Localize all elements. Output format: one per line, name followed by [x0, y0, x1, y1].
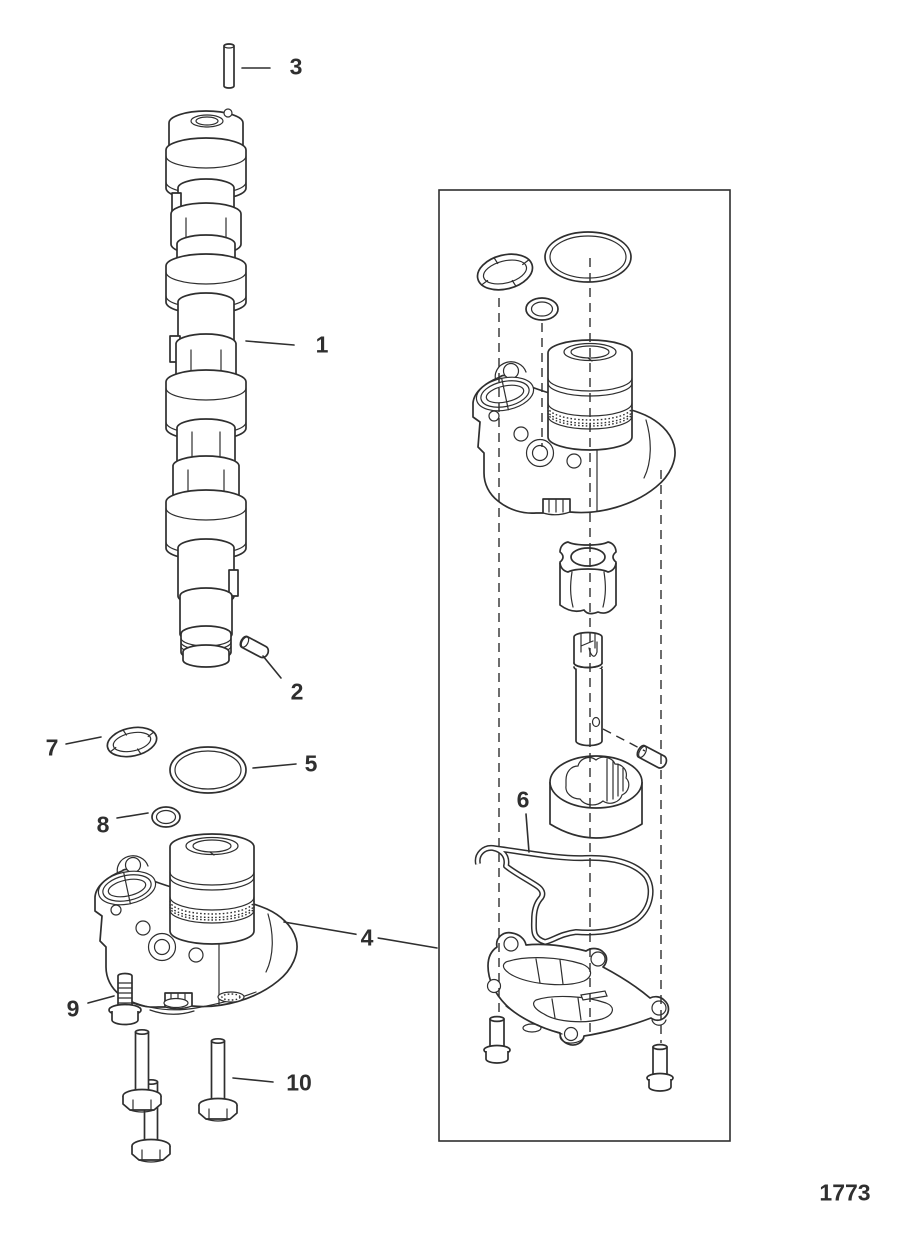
exploded-pump-housing-drawing [472, 339, 676, 516]
leader-line-5 [252, 763, 297, 769]
figure-page-number: 1773 [819, 1179, 871, 1206]
exploded-outer-rotor-drawing [549, 755, 643, 839]
exploded-base-plate-drawing [486, 931, 670, 1046]
exploded-gasket-drawing [474, 844, 654, 945]
oil-pump-assembly-drawing [94, 833, 298, 1015]
callout-7: 7 [41, 736, 63, 760]
alignment-dash-lines [498, 258, 662, 1043]
leader-line-7 [65, 736, 102, 745]
camshaft-drawing [165, 108, 247, 668]
leader-line-9 [87, 995, 115, 1004]
callout-2: 2 [286, 680, 308, 704]
leader-line-1 [245, 340, 295, 346]
exploded-drive-pin-drawing [636, 744, 668, 769]
callout-6: 6 [512, 788, 534, 812]
callout-3: 3 [285, 55, 307, 79]
exploded-o-ring-small-drawing [525, 297, 559, 321]
o-ring-8-drawing [151, 806, 181, 828]
callout-5: 5 [300, 752, 322, 776]
exploded-pump-parts [472, 231, 676, 1092]
exploded-bolt-left-drawing [483, 1015, 511, 1064]
seal-7-drawing [106, 726, 158, 758]
exploded-o-ring-large-drawing [544, 231, 632, 283]
exploded-view-box [438, 189, 731, 1142]
exploded-drive-shaft-drawing [573, 631, 603, 747]
leader-line-10 [232, 1077, 274, 1083]
callout-1: 1 [311, 333, 333, 357]
bolts-10-drawing [122, 1028, 238, 1163]
leader-line-6 [525, 813, 530, 853]
dowel-pin-2-drawing [239, 635, 270, 659]
o-ring-5-drawing [169, 746, 247, 794]
callout-9: 9 [62, 997, 84, 1021]
leader-line-8 [116, 812, 149, 819]
callout-8: 8 [92, 813, 114, 837]
leader-line-2 [262, 655, 282, 679]
callout-10: 10 [282, 1071, 316, 1095]
exploded-inner-rotor-drawing [559, 541, 617, 615]
pin-3-drawing [223, 43, 235, 89]
exploded-oblong-seal-drawing [476, 253, 534, 291]
exploded-bolt-right-drawing [646, 1043, 674, 1092]
callout-4: 4 [356, 926, 378, 950]
screw-9-drawing [108, 972, 142, 1026]
